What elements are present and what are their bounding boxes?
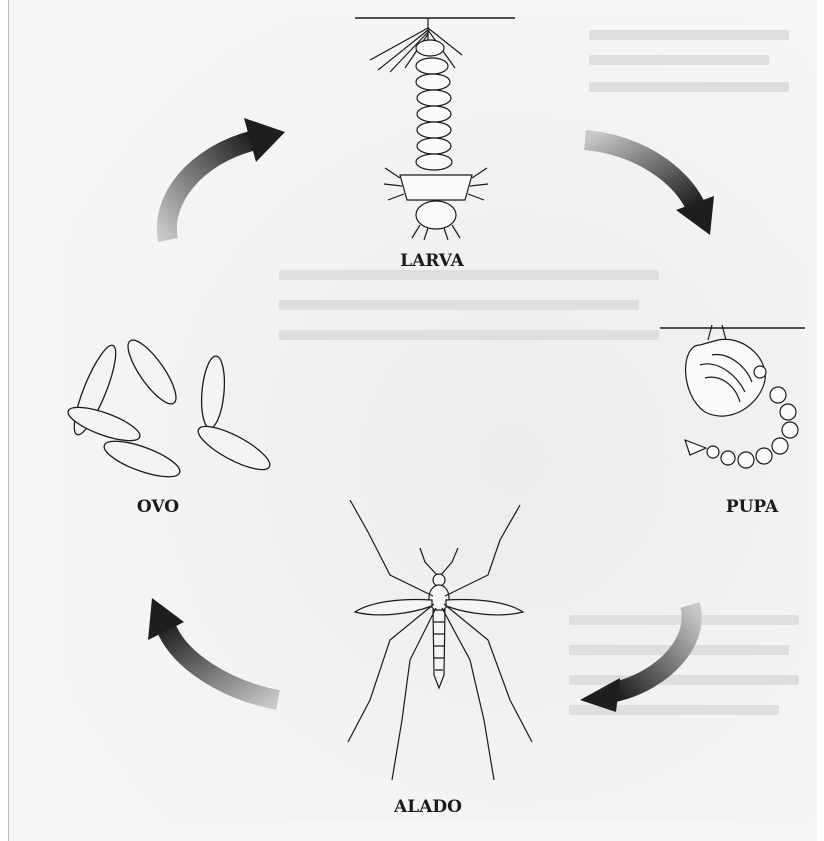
arrow-pupa-to-alado	[580, 605, 692, 712]
arrow-larva-to-pupa	[585, 140, 714, 235]
alado-illustration	[348, 500, 532, 780]
arrow-ovo-to-larva	[167, 118, 285, 240]
stage-label-larva: LARVA	[400, 251, 465, 271]
stage-label-ovo: OVO	[137, 497, 179, 517]
larva-illustration	[355, 18, 515, 240]
ovo-illustration	[65, 334, 275, 484]
stage-label-alado: ALADO	[393, 797, 462, 817]
arrow-alado-to-ovo	[148, 598, 278, 700]
pupa-illustration	[660, 325, 805, 468]
stage-label-pupa: PUPA	[726, 497, 779, 517]
